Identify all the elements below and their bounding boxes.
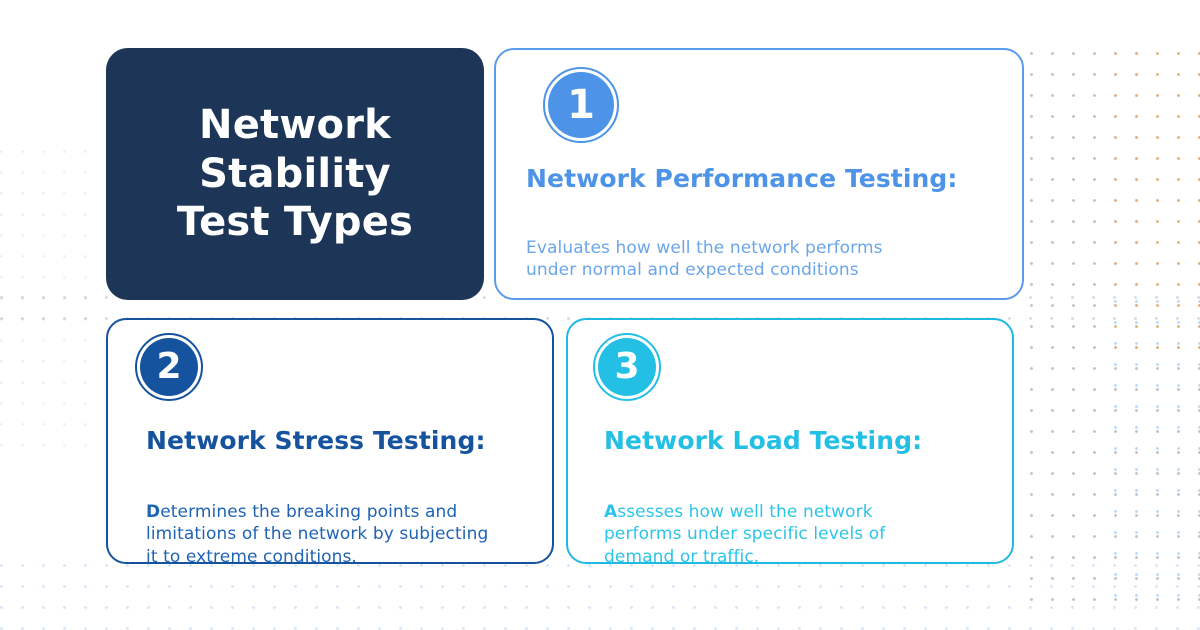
card-network-stress-testing[interactable]: 2 Network Stress Testing: Determines the…	[106, 318, 554, 567]
dot-pattern-right	[1030, 52, 1200, 612]
card-body: Assesses how well the network performs u…	[604, 478, 990, 568]
dot-pattern-bottom	[0, 564, 1200, 630]
dot-pattern-right-warm	[1114, 52, 1200, 352]
title-card: Network Stability Test Types	[106, 48, 484, 300]
badge-ring-icon	[543, 67, 619, 143]
badge-number-label: 3	[614, 346, 640, 387]
dot-pattern-right-cool	[1114, 300, 1200, 612]
card-heading: Network Stress Testing:	[146, 426, 486, 455]
badge-ring-icon	[593, 333, 661, 401]
card-heading: Network Load Testing:	[604, 426, 923, 455]
badge-number-label: 1	[567, 82, 595, 128]
card-body: Evaluates how well the network performs …	[526, 214, 992, 282]
badge-number-label: 2	[156, 346, 182, 387]
card-body-lead: A	[604, 501, 618, 522]
dot-pattern-left	[0, 150, 100, 450]
number-badge-1-icon: 1	[543, 67, 619, 143]
number-badge-3-icon: 3	[593, 333, 661, 401]
card-heading: Network Performance Testing:	[526, 164, 958, 193]
number-badge-2-icon: 2	[135, 333, 203, 401]
card-network-performance-testing[interactable]: 1 Network Performance Testing: Evaluates…	[494, 48, 1024, 300]
card-body-text: ssesses how well the network performs un…	[604, 501, 886, 567]
page-title: Network Stability Test Types	[176, 101, 414, 246]
card-body: Determines the breaking points and limit…	[146, 478, 528, 568]
badge-ring-icon	[135, 333, 203, 401]
card-body-text: Evaluates how well the network performs …	[526, 237, 883, 281]
card-body-lead: D	[146, 501, 161, 522]
card-body-text: etermines the breaking points and limita…	[146, 501, 489, 567]
card-network-load-testing[interactable]: 3 Network Load Testing: Assesses how wel…	[566, 318, 1014, 567]
